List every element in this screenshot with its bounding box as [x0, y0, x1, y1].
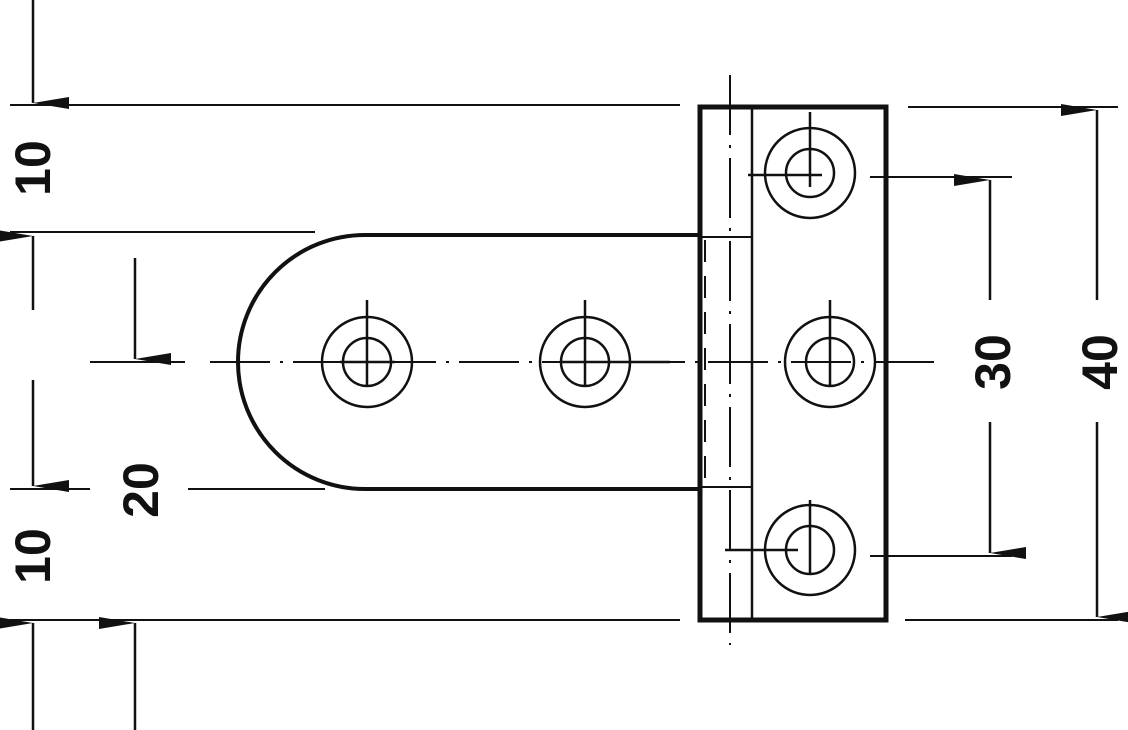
screw-hole [725, 500, 857, 597]
dimension-label-bottom-10: 10 [5, 528, 61, 584]
screw-hole [538, 300, 670, 409]
screw-hole [320, 300, 414, 409]
screw-hole [748, 112, 857, 220]
dimension-label-40: 40 [1072, 334, 1128, 390]
dimension-label-top-10: 10 [5, 140, 61, 196]
hinge-strap-outline [236, 233, 700, 491]
screw-hole [783, 300, 877, 409]
dimension-label-20: 20 [113, 462, 169, 518]
dimension-label-30: 30 [965, 334, 1021, 390]
hinge-leaf-outline [697, 104, 889, 623]
